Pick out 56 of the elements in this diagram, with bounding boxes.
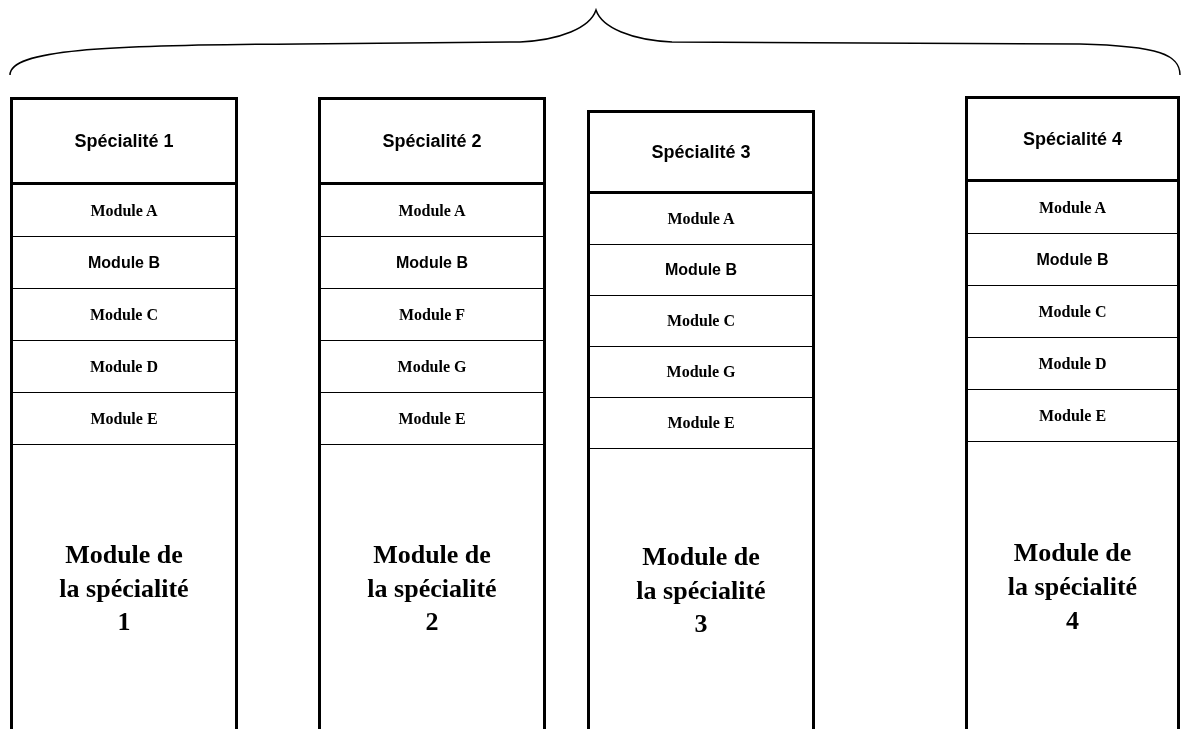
module-panel (587, 449, 815, 729)
module-label: Module de la spécialité 2 (367, 538, 497, 639)
module-row (10, 237, 238, 289)
module-label: Module D (90, 357, 158, 376)
module-row (965, 182, 1180, 234)
module-label: Module C (1038, 302, 1107, 321)
module-label: Module de la spécialité 1 (59, 538, 189, 639)
module-label: Module E (90, 409, 158, 428)
module-label: Module E (1038, 406, 1107, 425)
header-text: Spécialité 2 (382, 130, 482, 152)
module-label: Module B (665, 261, 737, 279)
module-label: Module D (1038, 354, 1107, 373)
module-row (587, 194, 815, 245)
module-label: Module E (398, 409, 466, 428)
header-box (318, 97, 546, 185)
module-label: Module A (667, 210, 735, 228)
module-label: Module B (396, 253, 468, 272)
module-label: Module C (90, 305, 158, 324)
module-row (10, 289, 238, 341)
module-label: Module A (90, 201, 158, 220)
header-text: Spécialité 4 (1022, 128, 1123, 150)
module-label: Module de la spécialité 4 (1007, 537, 1138, 637)
module-row (318, 393, 546, 445)
module-row (965, 338, 1180, 390)
module-row (965, 234, 1180, 286)
module-row (318, 185, 546, 237)
header-box (587, 110, 815, 194)
module-label: Module A (398, 201, 466, 220)
header-box (965, 96, 1180, 182)
module-row (10, 393, 238, 445)
module-label: Module F (398, 305, 466, 324)
module-row (587, 296, 815, 347)
module-row (965, 390, 1180, 442)
module-panel (965, 442, 1180, 729)
header-text: Spécialité 3 (651, 141, 751, 163)
module-row (10, 341, 238, 393)
module-row (965, 286, 1180, 338)
module-panel (318, 445, 546, 729)
module-row (10, 185, 238, 237)
header-text: Spécialité 1 (74, 130, 174, 152)
module-row (318, 237, 546, 289)
module-label: Module G (666, 363, 736, 381)
module-panel (10, 445, 238, 729)
module-label: Module B (1036, 250, 1109, 269)
module-label: Module C (667, 312, 735, 330)
module-label: Module E (667, 414, 735, 432)
module-row (587, 347, 815, 398)
module-row (587, 245, 815, 296)
module-label: Module A (1038, 198, 1107, 217)
module-row (318, 289, 546, 341)
module-row (587, 398, 815, 449)
header-box (10, 97, 238, 185)
module-row (318, 341, 546, 393)
module-label: Module G (397, 357, 467, 376)
module-label: Module de la spécialité 3 (636, 540, 766, 641)
module-label: Module B (88, 253, 160, 272)
